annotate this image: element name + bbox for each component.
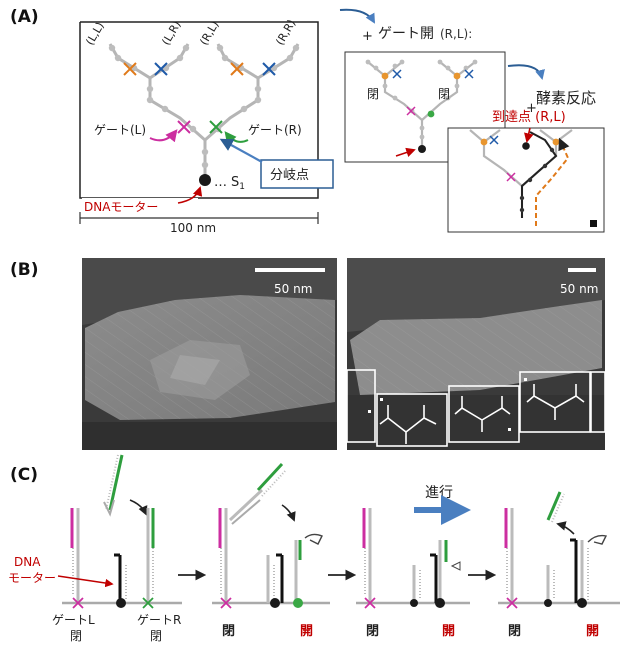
branch-point-label: 分岐点: [270, 168, 309, 183]
panel-c: (C) DNA モーター ゲートL ゲートR 閉: [8, 454, 620, 643]
intermediate-motor-arrow: [395, 147, 416, 157]
intermediate-orange-right: [453, 72, 461, 80]
corner-label-lr: (L,R): [159, 19, 183, 48]
final-orange-left: [480, 138, 488, 146]
dna-motor-c-line2: モーター: [8, 571, 56, 585]
corner-label-rl: (R,L): [197, 19, 221, 48]
gate-r-label: ゲートR: [137, 613, 181, 627]
state1-left: 閉: [70, 629, 82, 643]
state2-right: 開: [300, 624, 313, 639]
reach-arrow: [524, 127, 534, 143]
scale-bar-label: 100 nm: [170, 221, 216, 235]
final-orange-right: [552, 138, 560, 146]
branch-point-box: [260, 159, 334, 189]
track-network: [108, 43, 300, 178]
dna-motor-label-bg: [82, 198, 198, 214]
gate-open-pair: (R,L):: [440, 27, 472, 41]
state4-left: 閉: [508, 624, 521, 639]
panel-a: (A) (L,L) (L,R) (R,L) (R,R): [10, 7, 605, 235]
dna-motor-dot: [199, 174, 211, 186]
final-path: [521, 131, 558, 218]
gate-right-label: ゲート(R): [248, 123, 302, 137]
step1-arrow: [339, 8, 375, 24]
state2-left: 閉: [222, 624, 235, 639]
track-dots: [108, 44, 300, 169]
panel-c-label: (C): [10, 465, 38, 485]
state3-right: 開: [442, 624, 455, 639]
reach-point-label: 到達点 (R,L): [492, 110, 566, 125]
dna-motor-c-arrow: [57, 575, 114, 588]
branch-point-arrow: [219, 138, 263, 163]
scale-bar-left-label: 50 nm: [274, 282, 312, 296]
gate-left-arrow: [149, 129, 178, 143]
gate-crosses: [123, 62, 276, 134]
gate-right-cross: [209, 120, 223, 134]
closed-left-label: 閉: [367, 87, 379, 101]
gate-right-arrow: [224, 131, 249, 145]
dna-motor-arrow: [177, 186, 203, 204]
scale-bar-right-label: 50 nm: [560, 282, 598, 296]
gate-open-plus: +: [362, 29, 373, 44]
tile-overlays: [346, 369, 606, 447]
s1-label: …S1: [214, 175, 245, 192]
intermediate-orange-left: [381, 72, 389, 80]
corner-label-ll: (L,L): [83, 20, 106, 48]
afm-image-right: 50 nm: [346, 258, 606, 450]
closed-right-label: 閉: [438, 87, 450, 101]
incoming-strand-1: [103, 454, 148, 517]
dna-motor-label: DNAモーター: [84, 200, 158, 214]
enzyme-reaction-label: 酵素反応: [536, 89, 596, 107]
panel-b: (B) 50 nm 50 nm: [10, 258, 606, 450]
final-path-dots: [519, 147, 555, 213]
gate-open-label: ゲート開: [378, 26, 434, 42]
afm-image-left: 50 nm: [82, 258, 337, 450]
panel-a-label: (A): [10, 7, 39, 27]
step2-arrow: [507, 64, 545, 80]
state-4: [498, 491, 620, 609]
main-frame: [79, 21, 319, 199]
route-dashed: [535, 137, 570, 226]
gate-left-cross: [177, 120, 191, 134]
state-1: [62, 508, 182, 609]
intermediate-green: [427, 110, 435, 118]
gate-left-label: ゲート(L): [94, 123, 146, 137]
state3-left: 閉: [366, 624, 379, 639]
dna-motor-c-line1: DNA: [14, 555, 41, 569]
final-square: [590, 220, 597, 227]
progress-label: 進行: [425, 485, 453, 501]
state4-right: 開: [586, 624, 599, 639]
panel-b-label: (B): [10, 260, 39, 280]
state1-right: 閉: [150, 629, 162, 643]
enzyme-plus: +: [526, 101, 537, 116]
gate-l-label: ゲートL: [52, 613, 95, 627]
state-2: [212, 462, 330, 609]
state-3: [356, 508, 470, 609]
intermediate-motor: [418, 145, 426, 153]
final-motor: [522, 142, 530, 150]
